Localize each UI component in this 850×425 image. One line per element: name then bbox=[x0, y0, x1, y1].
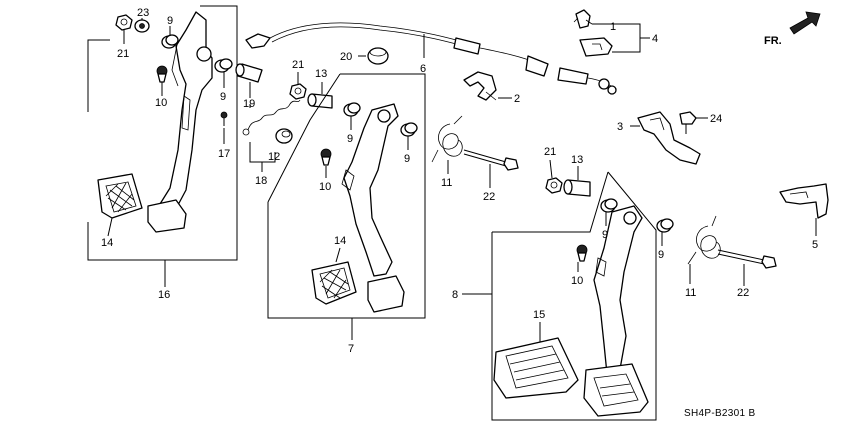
bushing-9-left-top bbox=[161, 34, 179, 49]
callout-6: 6 bbox=[420, 63, 426, 75]
group-bracket-7 bbox=[267, 73, 426, 319]
callout-1: 1 bbox=[610, 21, 616, 33]
callout-15: 15 bbox=[533, 309, 545, 321]
callout-14: 14 bbox=[101, 237, 113, 249]
callout-20: 20 bbox=[340, 51, 352, 63]
collar-13-center bbox=[307, 93, 333, 109]
callout-11: 11 bbox=[441, 177, 452, 189]
pedal-pad-7 bbox=[367, 275, 405, 313]
callout-12: 12 bbox=[268, 151, 280, 163]
callout-9: 9 bbox=[658, 249, 664, 261]
callout-10: 10 bbox=[155, 97, 167, 109]
clip-2 bbox=[463, 71, 497, 101]
callout-9: 9 bbox=[220, 91, 226, 103]
group-bracket-16 bbox=[87, 5, 238, 261]
pedal-pad-8 bbox=[583, 363, 649, 417]
bushing-9-center-b bbox=[400, 122, 418, 137]
callout-9: 9 bbox=[404, 153, 410, 165]
callout-24: 24 bbox=[710, 113, 722, 125]
callout-18: 18 bbox=[255, 175, 267, 187]
return-spring-11-center bbox=[431, 115, 463, 163]
callout-9: 9 bbox=[347, 133, 353, 145]
screw-17 bbox=[220, 111, 228, 126]
washer-23 bbox=[134, 19, 150, 33]
clip-1 bbox=[573, 9, 593, 29]
callout-16: 16 bbox=[158, 289, 170, 301]
bracket-4 bbox=[579, 37, 613, 57]
grommet-20 bbox=[367, 47, 389, 65]
front-direction-arrow bbox=[789, 11, 821, 35]
callout-14: 14 bbox=[334, 235, 346, 247]
bolt-22-right bbox=[717, 249, 777, 269]
bolt-24 bbox=[679, 111, 697, 134]
callout-19: 19 bbox=[243, 98, 255, 110]
bracket-5 bbox=[779, 183, 829, 219]
shift-cable-6 bbox=[245, 22, 617, 95]
nut-21-center bbox=[289, 83, 307, 100]
callout-3: 3 bbox=[617, 121, 623, 133]
bolt-10-left bbox=[156, 65, 168, 83]
accelerator-pedal-arm bbox=[593, 205, 643, 385]
bushing-9-right-a bbox=[600, 198, 618, 213]
bolt-10-right bbox=[576, 244, 588, 262]
bracket-3 bbox=[637, 111, 701, 165]
bolt-10-center bbox=[320, 148, 332, 166]
pedal-rubber-14b bbox=[311, 261, 357, 305]
group-bracket-8 bbox=[491, 171, 657, 421]
callout-labels: 23 21 9 10 9 17 14 16 20 6 21 13 19 12 1… bbox=[101, 7, 818, 355]
bushing-12 bbox=[275, 128, 293, 144]
nut-21-right bbox=[545, 177, 563, 194]
callout-9: 9 bbox=[167, 15, 173, 27]
nut-21-left bbox=[115, 14, 133, 31]
pedal-rubber-14a bbox=[97, 173, 143, 219]
bushing-9-center-a bbox=[343, 102, 361, 117]
direction-label: FR. bbox=[764, 35, 782, 47]
callout-10: 10 bbox=[571, 275, 583, 287]
callout-23: 23 bbox=[137, 7, 149, 19]
callout-21: 21 bbox=[292, 59, 304, 71]
pedal-pad-16 bbox=[147, 199, 187, 233]
collar-19 bbox=[235, 63, 263, 83]
callout-9: 9 bbox=[602, 229, 608, 241]
callout-22: 22 bbox=[737, 287, 749, 299]
callout-21: 21 bbox=[544, 146, 556, 158]
callout-8: 8 bbox=[452, 289, 458, 301]
collar-13-right bbox=[563, 179, 591, 197]
callout-13: 13 bbox=[315, 68, 327, 80]
bolt-22-center bbox=[463, 149, 519, 171]
return-spring-18 bbox=[242, 99, 301, 136]
leader-lines bbox=[107, 18, 817, 342]
bushing-9-left-side bbox=[214, 58, 233, 73]
pedal-rubber-15 bbox=[493, 337, 579, 399]
callout-13: 13 bbox=[571, 154, 583, 166]
callout-10: 10 bbox=[319, 181, 331, 193]
brake-pedal-arm bbox=[341, 103, 399, 277]
diagram-code: SH4P-B2301 B bbox=[684, 408, 755, 419]
callout-5: 5 bbox=[812, 239, 818, 251]
callout-4: 4 bbox=[652, 33, 658, 45]
callout-11: 11 bbox=[685, 287, 696, 299]
bushing-9-right-b bbox=[656, 218, 674, 233]
callout-17: 17 bbox=[218, 148, 230, 160]
callout-2: 2 bbox=[514, 93, 520, 105]
callout-22: 22 bbox=[483, 191, 495, 203]
callout-21: 21 bbox=[117, 48, 129, 60]
return-spring-11-right bbox=[687, 215, 721, 265]
callout-7: 7 bbox=[348, 343, 354, 355]
